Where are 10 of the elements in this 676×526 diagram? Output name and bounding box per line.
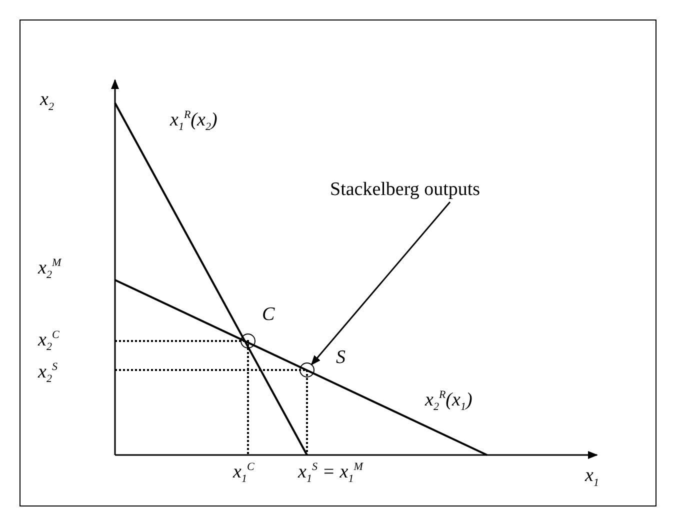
- axis-label: x$_{1}$$^{R}$(x$_{2}$): [170, 110, 218, 134]
- axis-label: x$_{2}$$^{R}$(x$_{1}$): [425, 390, 472, 414]
- axis-label: x$_{2}$: [40, 90, 54, 113]
- axis-label: x$_{1}$: [585, 466, 599, 489]
- equilibrium-point-marker: [240, 334, 256, 348]
- leader-arrow: [310, 202, 451, 366]
- callout-text: Stackelberg outputs: [330, 180, 480, 199]
- equilibrium-point-marker: [300, 362, 314, 378]
- point-label: C: [262, 305, 275, 324]
- point-label: S: [336, 348, 346, 367]
